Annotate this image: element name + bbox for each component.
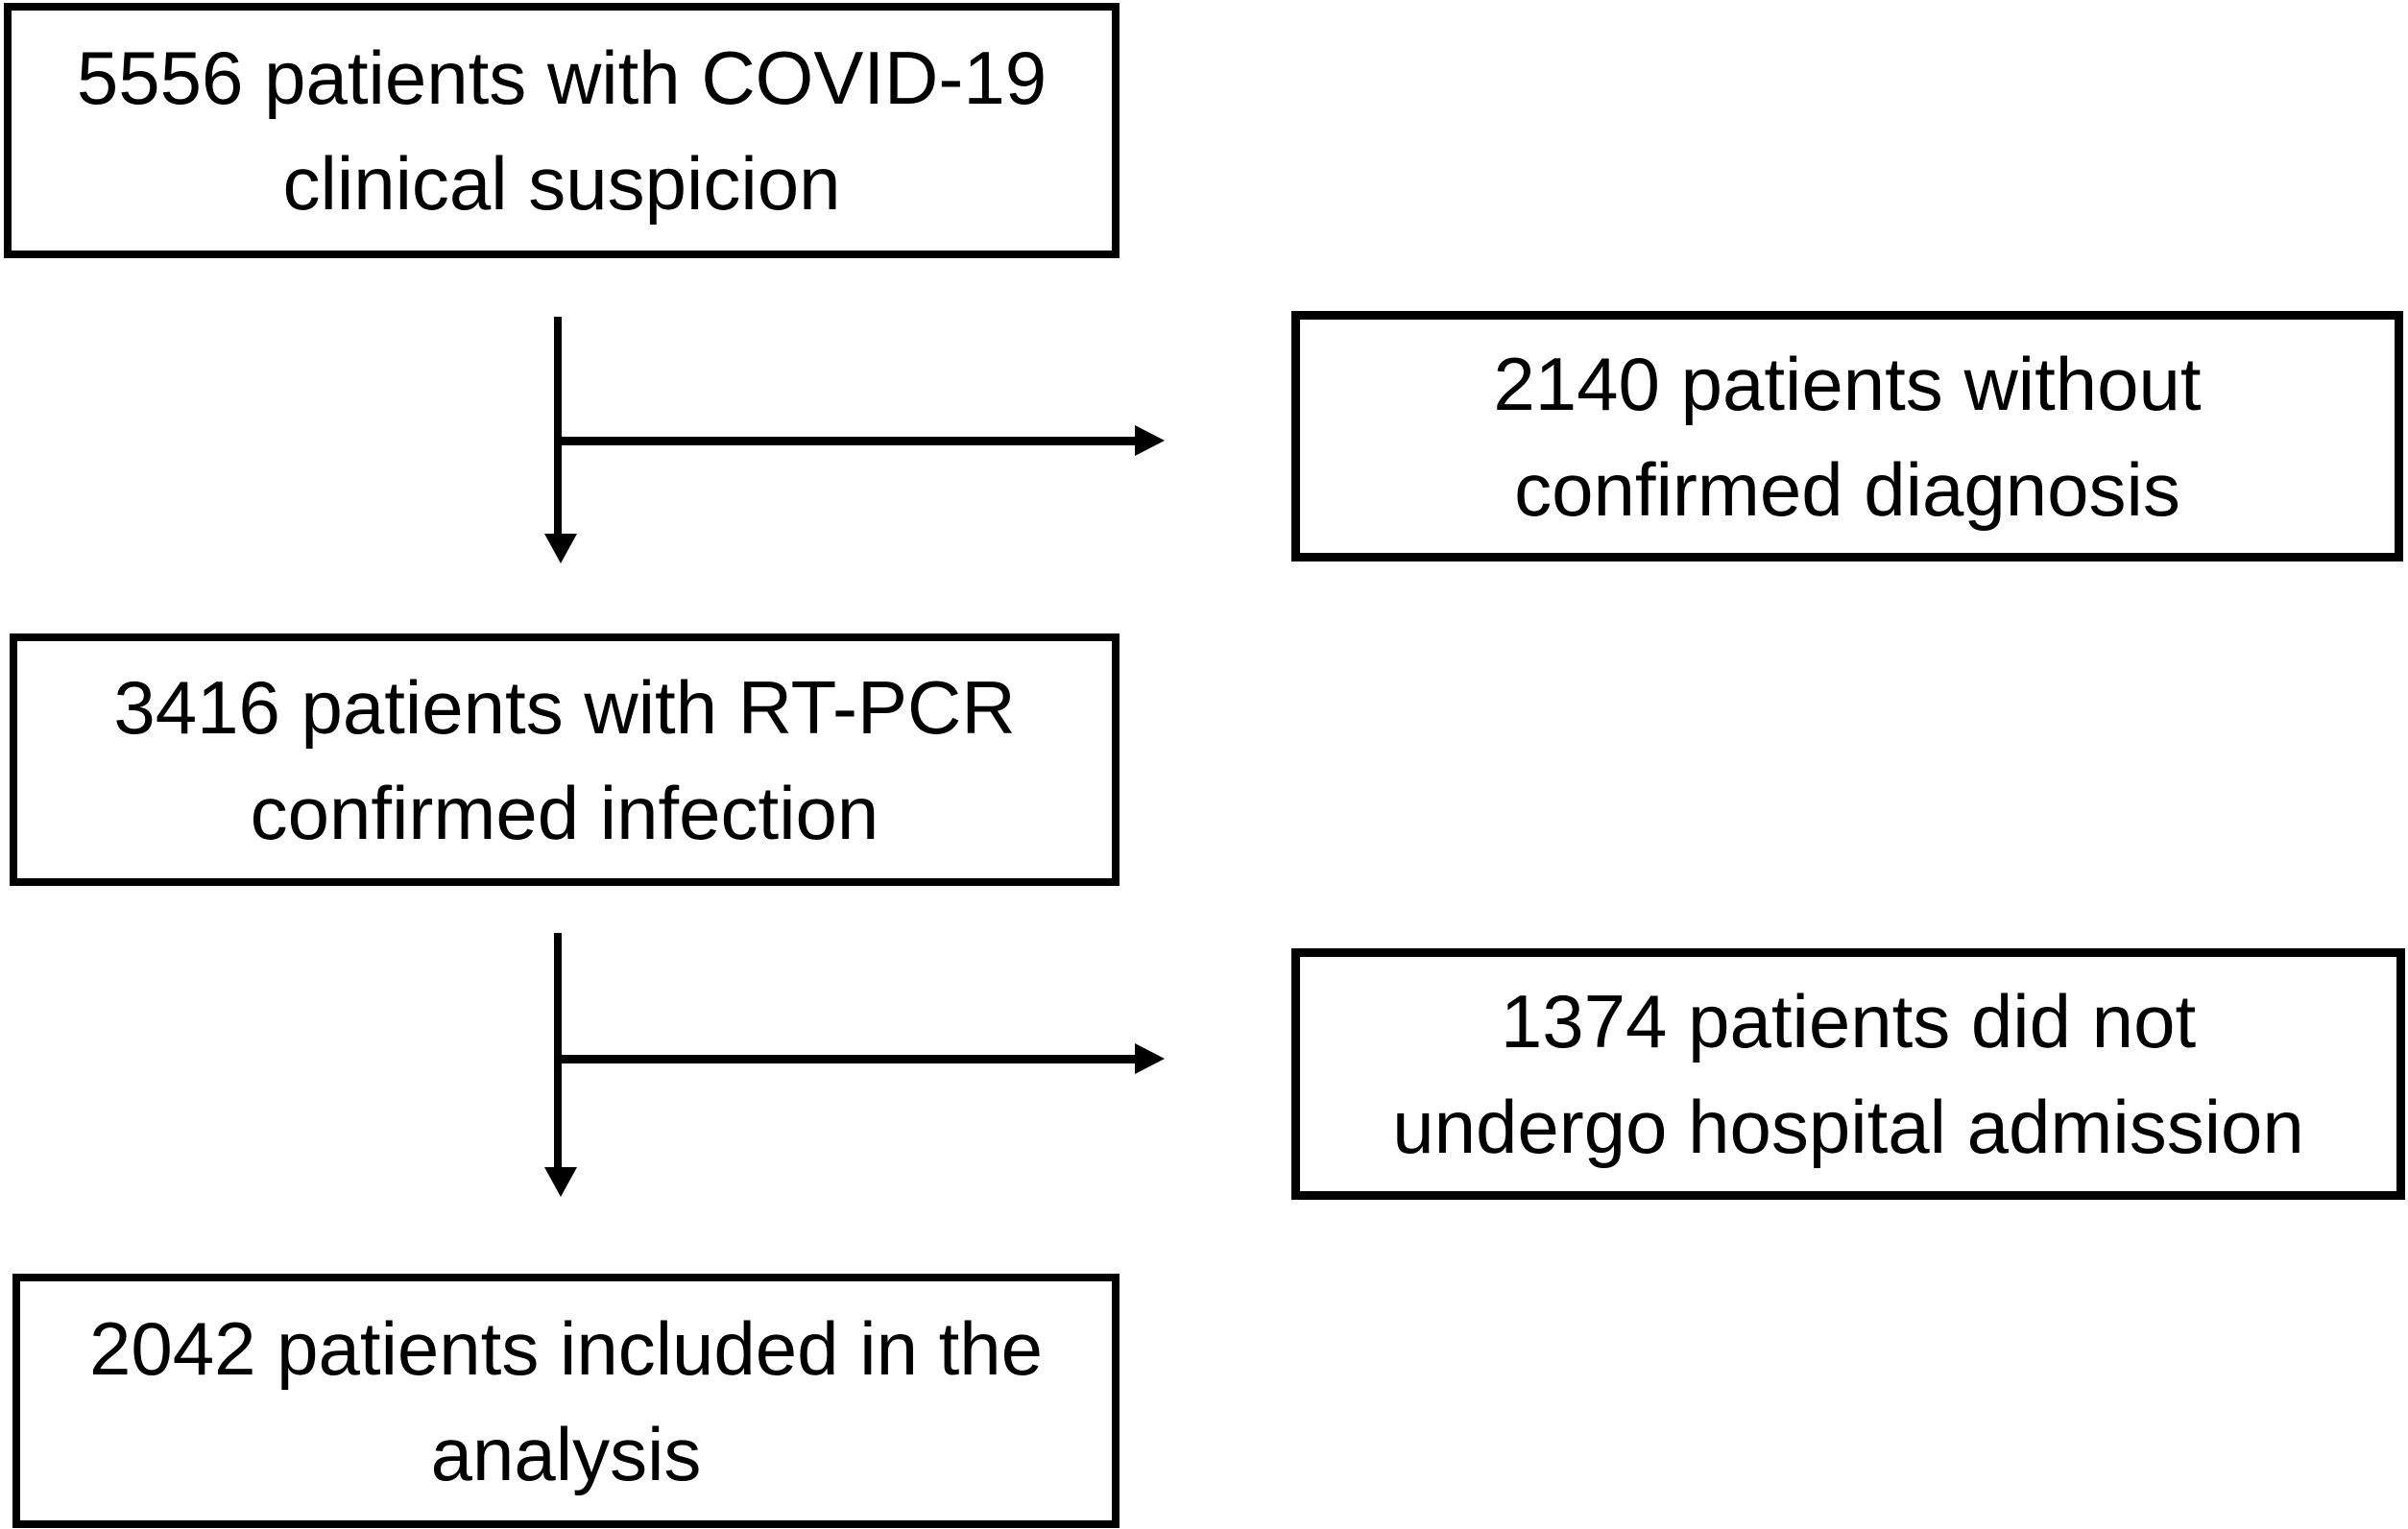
down-arrow-line-confirmed-to-included	[554, 933, 562, 1168]
down-arrowhead-icon	[544, 1167, 577, 1197]
flow-box-no-hospital-admission: 1374 patients did not undergo hospital a…	[1291, 948, 2405, 1200]
down-arrow-line-suspicion-to-confirmed	[554, 317, 562, 535]
flow-box-without-confirmed-diagnosis: 2140 patients without confirmed diagnosi…	[1291, 311, 2403, 561]
flow-box-clinical-suspicion: 5556 patients with COVID-19 clinical sus…	[4, 3, 1120, 258]
box-text-line: 2042 patients included in the	[88, 1305, 1044, 1391]
right-arrowhead-icon	[1135, 425, 1165, 456]
box-text-line: analysis	[430, 1411, 702, 1496]
box-text-line: 5556 patients with COVID-19	[76, 36, 1047, 120]
box-text-line: confirmed infection	[250, 770, 879, 855]
right-arrowhead-icon	[1135, 1043, 1165, 1074]
flow-box-included-in-analysis: 2042 patients included in the analysis	[12, 1274, 1120, 1528]
box-text-line: undergo hospital admission	[1392, 1085, 2304, 1169]
right-arrow-line-to-no-admission	[558, 1055, 1135, 1063]
box-text-line: confirmed diagnosis	[1514, 446, 2180, 532]
right-arrow-line-to-without-diagnosis	[558, 437, 1135, 445]
down-arrowhead-icon	[544, 534, 577, 563]
box-text-line: 3416 patients with RT-PCR	[113, 664, 1016, 750]
box-text-line: 1374 patients did not	[1500, 979, 2197, 1063]
box-text-line: 2140 patients without	[1493, 341, 2202, 426]
flow-box-rtpcr-confirmed-infection: 3416 patients with RT-PCR confirmed infe…	[10, 633, 1120, 886]
box-text-line: clinical suspicion	[282, 141, 841, 226]
